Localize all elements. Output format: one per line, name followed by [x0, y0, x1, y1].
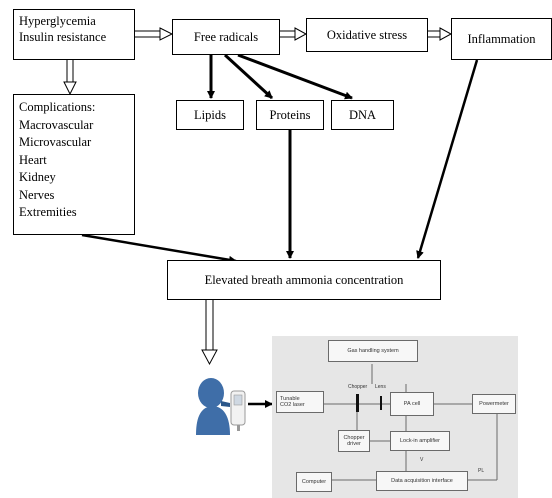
- lipids-box: Lipids: [176, 100, 244, 130]
- chopper-driver-box: Chopper driver: [338, 430, 370, 452]
- co2-laser-box: Tunable CO2 laser: [276, 391, 324, 413]
- proteins-label: Proteins: [269, 108, 311, 122]
- chopper-driver-line-2: driver: [347, 441, 361, 447]
- computer-box: Computer: [296, 472, 332, 492]
- arrow-freeradicals-to-dna: [237, 53, 353, 100]
- lockin-amplifier-box: Lock-in amplifier: [390, 431, 450, 451]
- oxidative-stress-box: Oxidative stress: [306, 18, 428, 52]
- oxidative-stress-label: Oxidative stress: [326, 28, 408, 42]
- ammonia-box: Elevated breath ammonia concentration: [167, 260, 441, 300]
- lipids-label: Lipids: [194, 108, 226, 122]
- hyperglycemia-line-2: Insulin resistance: [19, 30, 107, 44]
- arrow-freeradicals-to-proteins: [223, 53, 274, 100]
- complications-title: Complications:: [19, 100, 96, 114]
- powermeter-box: Powermeter: [472, 394, 516, 414]
- dna-box: DNA: [331, 100, 394, 130]
- pa-cell-label: PA cell: [403, 400, 421, 407]
- complications-item: Nerves: [19, 187, 55, 202]
- complications-item: Extremities: [19, 205, 77, 219]
- pa-cell-box: PA cell: [390, 392, 434, 416]
- hollow-arrow-hyper-to-freeradicals: [135, 27, 174, 41]
- chopper-label: Chopper: [348, 384, 368, 390]
- dna-label: DNA: [348, 108, 377, 122]
- complications-item: Heart: [19, 152, 47, 167]
- inflammation-box: Inflammation: [451, 18, 552, 60]
- free-radicals-box: Free radicals: [172, 19, 280, 55]
- free-radicals-label: Free radicals: [193, 30, 259, 44]
- inflammation-label: Inflammation: [467, 32, 536, 46]
- laser-line-1: Tunable: [280, 395, 300, 402]
- pl-label: PL: [478, 468, 485, 474]
- complications-item: Macrovascular: [19, 117, 94, 132]
- arrow-complications-to-ammonia: [81, 233, 237, 264]
- hollow-arrow-hyper-to-complications: [63, 60, 77, 96]
- complications-item: Microvascular: [19, 135, 92, 149]
- gas-handling-system-box: Gas handling system: [328, 340, 418, 362]
- v-label: V: [420, 457, 424, 463]
- computer-label: Computer: [301, 478, 327, 485]
- ammonia-label: Elevated breath ammonia concentration: [204, 273, 404, 287]
- complications-item: Kidney: [19, 170, 56, 184]
- hyperglycemia-line-1: Hyperglycemia: [19, 14, 96, 28]
- proteins-box: Proteins: [256, 100, 324, 130]
- laser-line-2: CO2 laser: [280, 402, 305, 408]
- photoacoustic-setup-schematic: Gas handling system Tunable CO2 laser Ch…: [272, 336, 518, 498]
- daq-label: Data acquisition interface: [391, 477, 453, 484]
- arrow-inflammation-to-ammonia: [416, 59, 479, 259]
- data-acquisition-box: Data acquisition interface: [376, 471, 468, 491]
- lockin-label: Lock-in amplifier: [399, 437, 441, 444]
- hollow-arrow-ammonia-to-person: [201, 300, 218, 366]
- gas-handling-label: Gas handling system: [347, 347, 399, 354]
- chopper-driver-line-1: Chopper: [343, 434, 365, 441]
- lens-label: Lens: [375, 384, 386, 390]
- hyperglycemia-box: Hyperglycemia Insulin resistance: [13, 9, 135, 60]
- person-breath-sampler-image: [196, 378, 246, 435]
- hollow-arrow-freeradicals-to-oxidative: [280, 27, 308, 41]
- hollow-arrow-oxidative-to-inflammation: [428, 27, 453, 41]
- powermeter-label: Powermeter: [479, 400, 509, 407]
- complications-box: Complications: Macrovascular Microvascul…: [13, 94, 135, 235]
